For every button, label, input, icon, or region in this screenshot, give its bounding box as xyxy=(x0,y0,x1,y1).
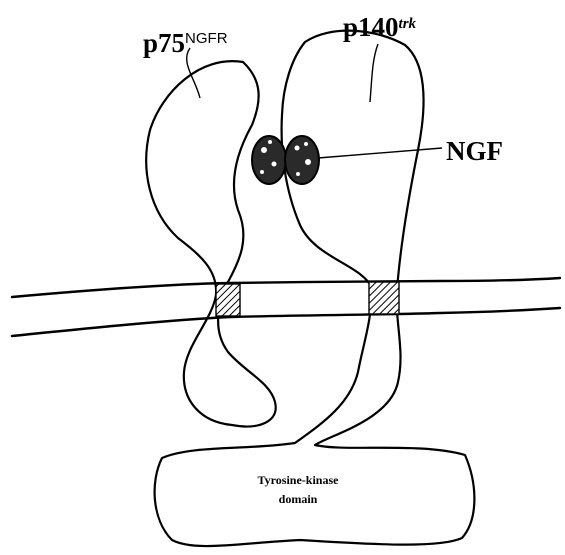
p75ngfr-transmembrane-segment xyxy=(216,284,240,316)
tyrosine-kinase-label-line2: domain xyxy=(279,492,318,506)
p140trk-transmembrane-segment xyxy=(369,282,399,314)
tyrosine-kinase-label-line1: Tyrosine-kinase xyxy=(258,473,340,487)
p75ngfr-receptor-shape xyxy=(146,61,275,426)
membrane-inner-line xyxy=(12,308,560,336)
ngf-label: NGF xyxy=(446,136,503,166)
p140trk-label: p140trk xyxy=(343,12,417,42)
p75ngfr-label: p75NGFR xyxy=(143,28,228,58)
membrane-outer-line xyxy=(12,278,560,297)
